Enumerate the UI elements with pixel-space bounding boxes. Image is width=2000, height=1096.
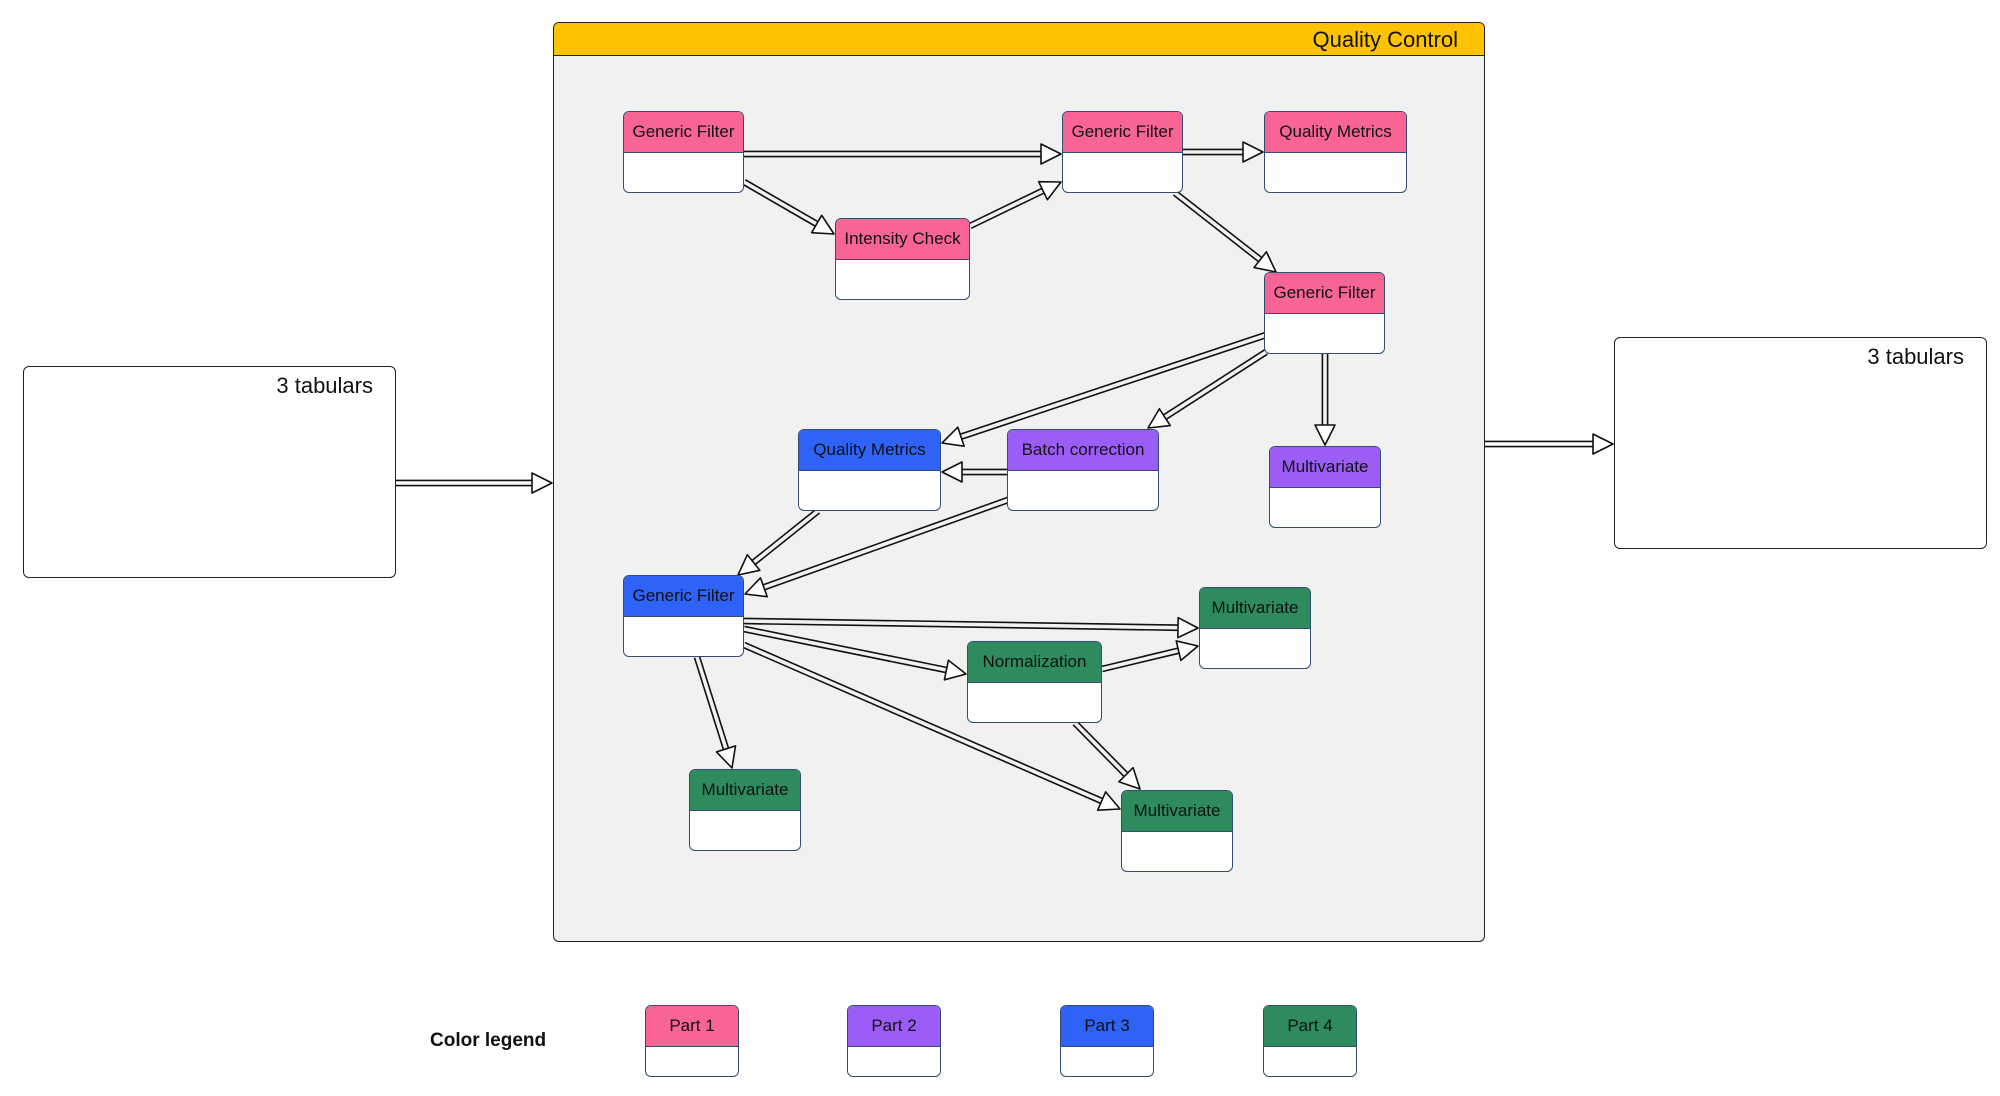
legend-item-part-2: Part 2 bbox=[847, 1005, 941, 1077]
connector-arrow bbox=[396, 472, 553, 494]
tool-node-label: Batch correction bbox=[1008, 430, 1158, 471]
legend-item-label: Part 4 bbox=[1264, 1006, 1356, 1047]
tool-node-generic-filter[interactable]: Generic Filter bbox=[623, 575, 744, 657]
tool-node-multivariate[interactable]: Multivariate bbox=[1199, 587, 1311, 669]
tool-node-label: Generic Filter bbox=[624, 576, 743, 617]
legend-item-label: Part 1 bbox=[646, 1006, 738, 1047]
tool-node-multivariate[interactable]: Multivariate bbox=[1121, 790, 1233, 872]
legend-item-label: Part 2 bbox=[848, 1006, 940, 1047]
tool-node-label: Multivariate bbox=[1122, 791, 1232, 832]
tool-node-label: Quality Metrics bbox=[799, 430, 940, 471]
legend-item-part-1: Part 1 bbox=[645, 1005, 739, 1077]
output-box-title: 3 tabulars bbox=[1867, 344, 1964, 369]
tool-node-quality-metrics[interactable]: Quality Metrics bbox=[1264, 111, 1407, 193]
legend-item-label: Part 3 bbox=[1061, 1006, 1153, 1047]
tool-node-label: Generic Filter bbox=[1265, 273, 1384, 314]
tool-node-label: Multivariate bbox=[1200, 588, 1310, 629]
tool-node-label: Generic Filter bbox=[624, 112, 743, 153]
tool-node-generic-filter[interactable]: Generic Filter bbox=[1062, 111, 1183, 193]
tool-node-label: Generic Filter bbox=[1063, 112, 1182, 153]
legend-item-part-3: Part 3 bbox=[1060, 1005, 1154, 1077]
tool-node-intensity-check[interactable]: Intensity Check bbox=[835, 218, 970, 300]
tool-node-generic-filter[interactable]: Generic Filter bbox=[1264, 272, 1385, 354]
tool-node-label: Multivariate bbox=[690, 770, 800, 811]
input-box-title: 3 tabulars bbox=[276, 373, 373, 398]
tool-node-label: Intensity Check bbox=[836, 219, 969, 260]
tool-node-multivariate[interactable]: Multivariate bbox=[689, 769, 801, 851]
quality-control-title: Quality Control bbox=[1312, 27, 1458, 52]
tool-node-label: Normalization bbox=[968, 642, 1101, 683]
tool-node-quality-metrics[interactable]: Quality Metrics bbox=[798, 429, 941, 511]
input-tabulars-box: 3 tabulars bbox=[23, 366, 396, 578]
connector-arrow bbox=[1485, 433, 1614, 455]
tool-node-generic-filter[interactable]: Generic Filter bbox=[623, 111, 744, 193]
legend-item-part-4: Part 4 bbox=[1263, 1005, 1357, 1077]
tool-node-normalization[interactable]: Normalization bbox=[967, 641, 1102, 723]
tool-node-label: Quality Metrics bbox=[1265, 112, 1406, 153]
output-tabulars-box: 3 tabulars bbox=[1614, 337, 1987, 549]
legend-title: Color legend bbox=[430, 1030, 547, 1051]
tool-node-label: Multivariate bbox=[1270, 447, 1380, 488]
tool-node-multivariate[interactable]: Multivariate bbox=[1269, 446, 1381, 528]
tool-node-batch-correction[interactable]: Batch correction bbox=[1007, 429, 1159, 511]
quality-control-header: Quality Control bbox=[554, 23, 1484, 56]
